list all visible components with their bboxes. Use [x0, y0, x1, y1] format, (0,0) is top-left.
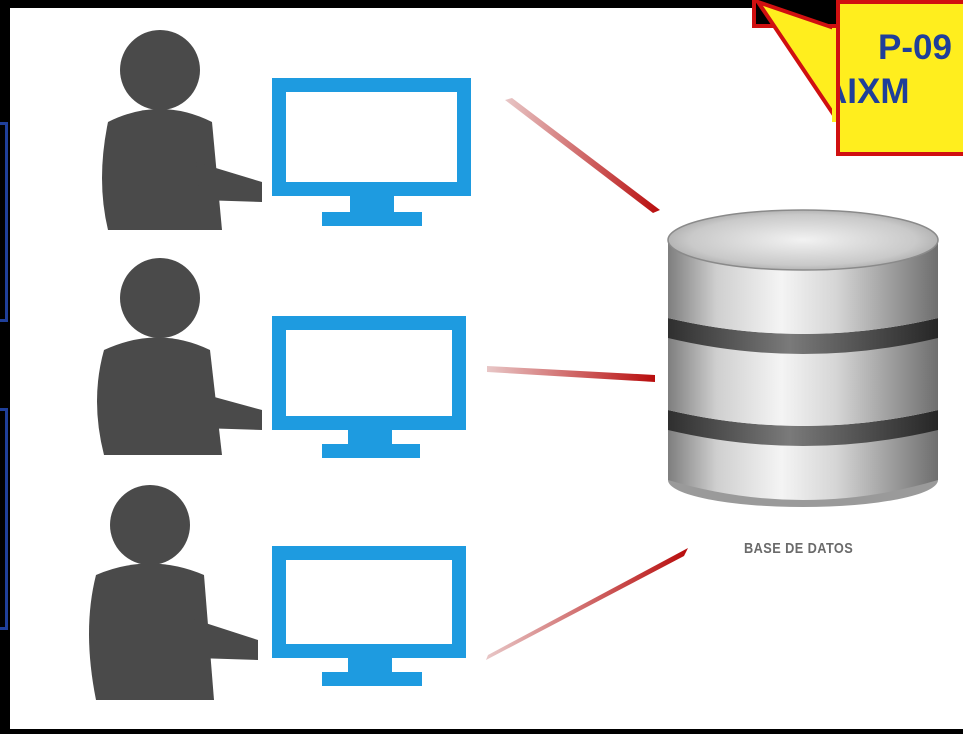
left-frame-band [0, 0, 10, 729]
top-frame-band [0, 0, 756, 8]
monitor-icon [272, 316, 466, 458]
callout-line-2: AIXM [840, 72, 910, 111]
monitor-icon [272, 78, 471, 226]
person-icon [102, 30, 262, 230]
database-icon [667, 209, 939, 507]
connector-line-top [505, 98, 660, 213]
diagram-svg [89, 30, 939, 700]
connector-lines [486, 98, 688, 660]
edge-box-lower [0, 408, 8, 630]
person-icon [97, 258, 262, 455]
database-caption: BASE DE DATOS [744, 540, 854, 557]
connector-line-bottom [486, 548, 688, 660]
user-2-group [97, 258, 466, 458]
monitor-icon [272, 546, 466, 686]
callout-box: P-09 AIXM [836, 0, 963, 156]
edge-box-upper [0, 122, 8, 322]
diagram-canvas [10, 8, 963, 729]
user-3-group [89, 485, 466, 700]
connector-line-middle [487, 366, 655, 382]
callout-tail [754, 0, 844, 130]
user-1-group [102, 30, 471, 230]
callout-line-1: P-09 [878, 28, 952, 67]
person-icon [89, 485, 258, 700]
